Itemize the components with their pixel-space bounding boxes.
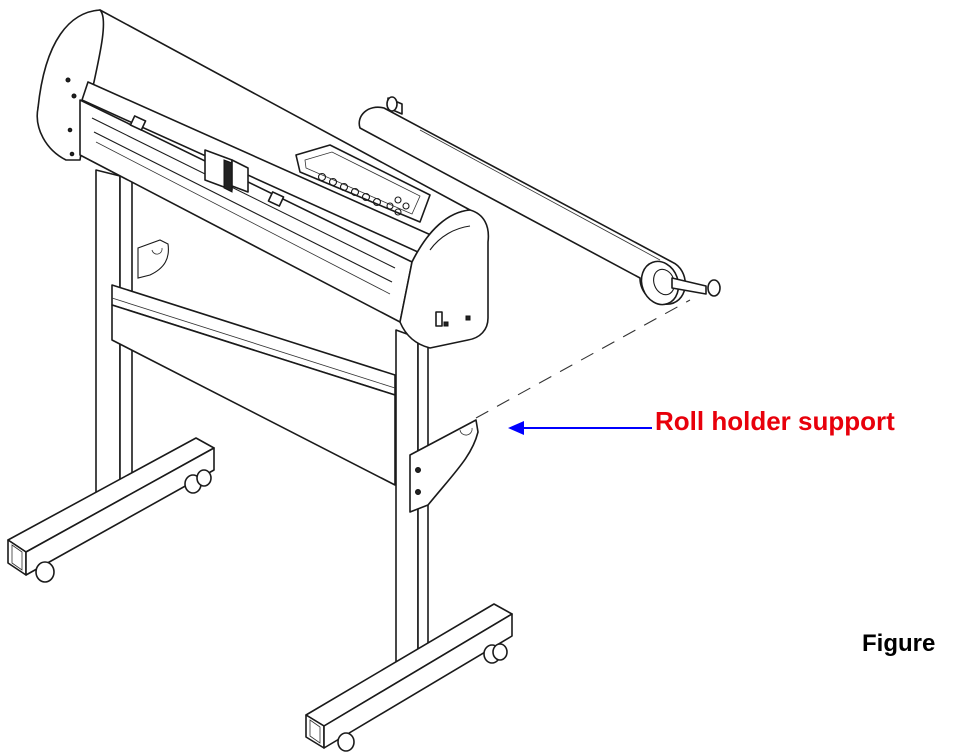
control-panel [295,144,431,223]
media-roll [358,96,721,306]
callout-arrow [508,421,652,435]
figure-label: Figure [862,630,936,657]
right-leg [395,329,429,691]
plotter-body [36,9,490,349]
roll-holder-support-label: Roll holder support [655,406,895,436]
right-roll-holder-support [409,419,479,513]
left-foot [7,437,215,583]
left-roll-support [137,239,169,279]
install-guide-line [475,299,691,419]
right-foot [305,603,513,752]
crossbar [111,284,396,486]
